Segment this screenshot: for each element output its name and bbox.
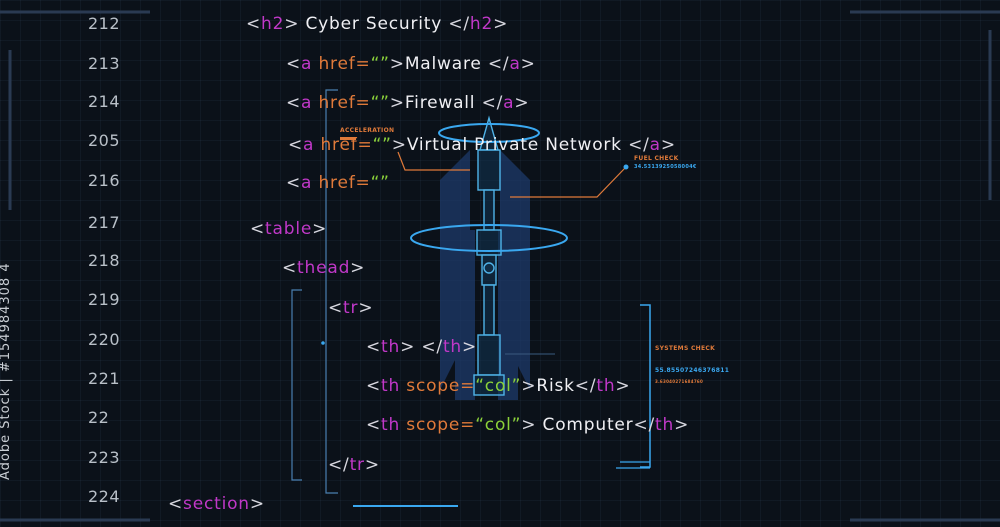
line-number: 221 [88,369,121,388]
fuel-check-value: 34.5313925058004€ [634,164,697,170]
line-number: 224 [88,487,121,506]
code-line-221: <th scope=“col”>Risk</th> [366,376,631,396]
line-number: 212 [88,14,121,33]
code-line-205: <a href=“”>Virtual Private Network </a> [288,135,676,155]
code-line-212: <h2> Cyber Security </h2> [246,14,509,34]
line-number: 220 [88,330,121,349]
rocket-silhouette-left [440,150,475,400]
line-number: 216 [88,171,121,190]
rocket-silhouette-right [498,150,530,400]
fuel-check-label: FUEL CHECK [634,155,679,162]
orbit-ring-middle [410,224,568,252]
line-number: 218 [88,251,121,270]
code-line-217: <table> [250,219,328,239]
line-number: 205 [88,131,121,150]
line-number: 219 [88,290,121,309]
bracket-inner [291,289,302,481]
code-line-213: <a href=“”>Malware </a> [286,54,536,74]
line-number: 22 [88,408,110,427]
code-line-219: <tr> [328,298,374,318]
systems-check-label: SYSTEMS CHECK [655,345,716,352]
line-number: 217 [88,213,121,232]
stock-id-watermark: Adobe Stock | #154984308 4 [0,262,13,480]
line-number: 223 [88,448,121,467]
acceleration-label: ACCELERATION [340,127,395,134]
code-line-22: <th scope=“col”> Computer</th> [366,415,690,435]
systems-check-subvalue: 3.63040271684760 [655,379,704,384]
line-number: 214 [88,92,121,111]
code-line-223: </tr> [328,455,380,475]
line-number: 213 [88,54,121,73]
code-line-220: <th> </th> [366,337,478,357]
systems-check-value: 55.855072463768​11 [655,367,730,374]
code-line-218: <thead> [282,258,366,278]
code-line-216: <a href=“” [286,173,390,193]
code-line-214: <a href=“”>Firewall </a> [286,93,530,113]
bracket-outer [325,89,338,494]
code-line-224: <section> [168,494,265,514]
orbit-ring-top [438,123,540,143]
